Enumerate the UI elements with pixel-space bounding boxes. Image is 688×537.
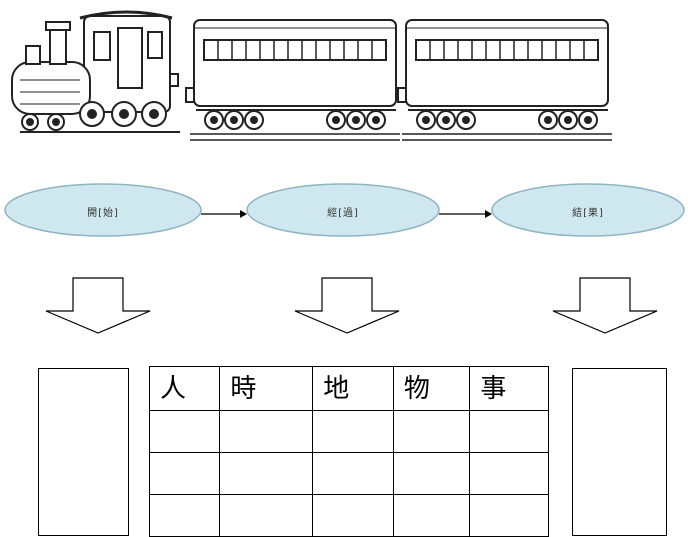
table-cell[interactable] xyxy=(219,452,314,495)
table-cell[interactable] xyxy=(469,494,549,537)
stage-oval-start xyxy=(4,183,202,237)
table-cell[interactable] xyxy=(312,452,394,495)
table-cell[interactable] xyxy=(219,494,314,537)
stage-label-middle: 經[過] xyxy=(327,208,359,219)
arrow-right-icon xyxy=(201,210,247,218)
table-cell[interactable] xyxy=(312,494,394,537)
table-cell[interactable] xyxy=(469,410,549,453)
table-cell[interactable] xyxy=(469,452,549,495)
stage-oval-middle xyxy=(246,183,440,237)
down-arrows xyxy=(45,277,658,334)
table-row xyxy=(148,452,549,495)
train-illustration xyxy=(11,10,612,141)
table-cell[interactable] xyxy=(219,410,314,453)
table-cell[interactable] xyxy=(148,494,221,537)
arrow-down-icon xyxy=(294,277,400,334)
table-row xyxy=(148,410,549,453)
passenger-car-icon xyxy=(185,19,400,141)
end-answer-box[interactable] xyxy=(572,368,667,536)
table-header-cell: 時 xyxy=(219,366,314,411)
table-cell[interactable] xyxy=(312,410,394,453)
arrow-down-icon xyxy=(552,277,658,334)
flow-diagram xyxy=(4,183,685,237)
table-cell[interactable] xyxy=(392,410,471,453)
table-cell[interactable] xyxy=(148,410,221,453)
arrow-down-icon xyxy=(45,277,151,334)
passenger-car-icon xyxy=(397,19,612,141)
table-header-cell: 地 xyxy=(312,366,394,411)
table-cell[interactable] xyxy=(148,452,221,495)
arrow-right-icon xyxy=(439,210,492,218)
table-header-cell: 人 xyxy=(148,366,221,411)
locomotive-icon xyxy=(11,10,180,133)
elements-table: 人 時 地 物 事 xyxy=(148,366,549,537)
table-row xyxy=(148,494,549,537)
stage-label-end: 結[果] xyxy=(572,208,604,219)
table-header-row: 人 時 地 物 事 xyxy=(148,366,549,411)
table-cell[interactable] xyxy=(392,494,471,537)
stage-label-start: 開[始] xyxy=(87,208,119,219)
table-header-cell: 事 xyxy=(469,366,549,411)
table-header-cell: 物 xyxy=(392,366,471,411)
stage-oval-end xyxy=(491,183,685,237)
start-answer-box[interactable] xyxy=(38,368,129,536)
table-cell[interactable] xyxy=(392,452,471,495)
